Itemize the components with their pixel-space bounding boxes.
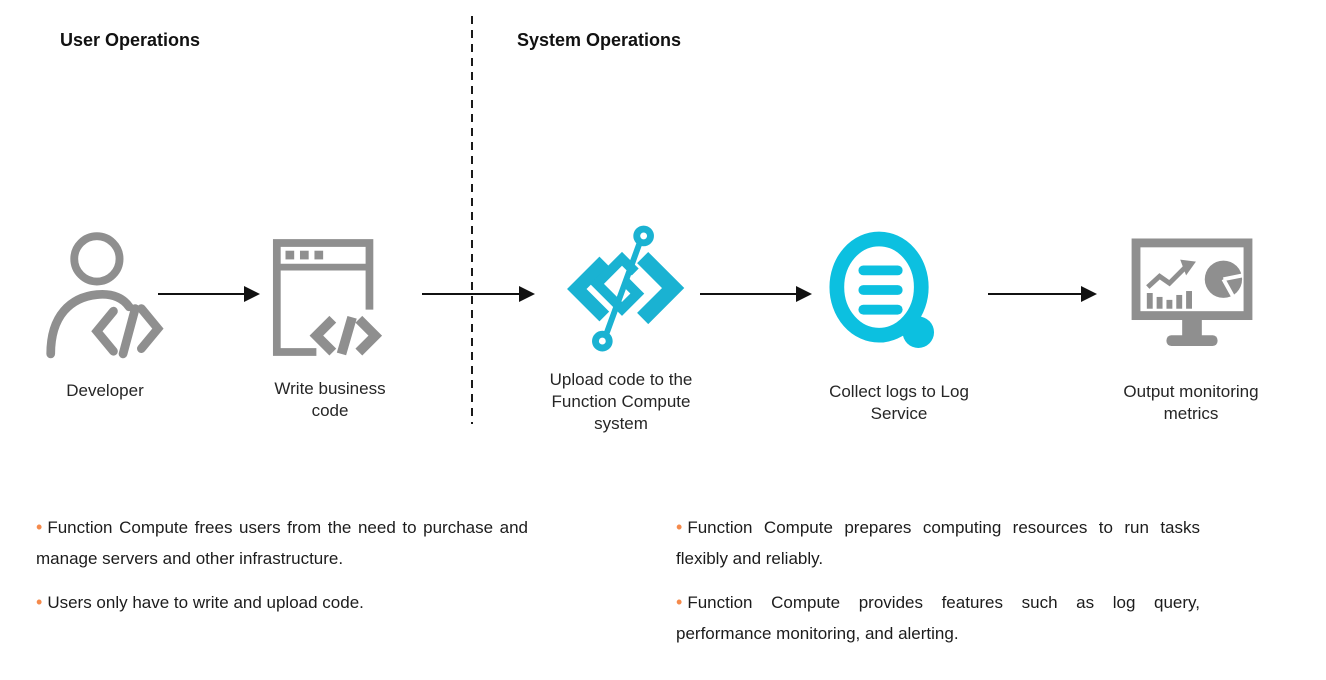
step-label-upload-code: Upload code to the Function Compute syst… bbox=[549, 370, 693, 433]
note-prepares-resources: •Function Compute prepares computing res… bbox=[676, 512, 1200, 574]
note-free-from-servers: •Function Compute frees users from the n… bbox=[36, 512, 528, 574]
note-text: Function Compute provides features such … bbox=[676, 593, 1200, 643]
dashed-divider bbox=[471, 16, 473, 424]
step-label-output-metrics: Output monitoring metrics bbox=[1123, 382, 1259, 423]
system-operations-heading: System Operations bbox=[517, 30, 682, 50]
developer-icon bbox=[42, 216, 164, 368]
note-text: Users only have to write and upload code… bbox=[47, 593, 364, 612]
arrow-upload-to-collect bbox=[700, 286, 812, 302]
bullet-icon: • bbox=[676, 517, 683, 537]
step-label-collect-logs: Collect logs to Log Service bbox=[829, 382, 969, 423]
note-write-upload-code: •Users only have to write and upload cod… bbox=[36, 587, 528, 618]
note-text: Function Compute frees users from the ne… bbox=[36, 518, 528, 568]
system-operations-notes: •Function Compute prepares computing res… bbox=[676, 512, 1200, 662]
bullet-icon: • bbox=[676, 592, 683, 612]
note-text: Function Compute prepares computing reso… bbox=[676, 518, 1200, 568]
arrow-developer-to-write bbox=[158, 286, 260, 302]
arrow-write-to-upload bbox=[422, 286, 535, 302]
user-operations-notes: •Function Compute frees users from the n… bbox=[36, 512, 528, 631]
bullet-icon: • bbox=[36, 592, 43, 612]
monitor-metrics-icon bbox=[1130, 238, 1254, 348]
function-compute-icon bbox=[563, 222, 685, 356]
note-provides-features: •Function Compute provides features such… bbox=[676, 587, 1200, 649]
arrow-collect-to-output bbox=[988, 286, 1097, 302]
bullet-icon: • bbox=[36, 517, 43, 537]
code-window-icon bbox=[272, 238, 383, 358]
step-label-developer: Developer bbox=[66, 381, 144, 400]
step-label-write-business-code: Write business code bbox=[274, 379, 386, 420]
user-operations-heading: User Operations bbox=[60, 30, 201, 50]
log-service-icon bbox=[828, 230, 936, 352]
